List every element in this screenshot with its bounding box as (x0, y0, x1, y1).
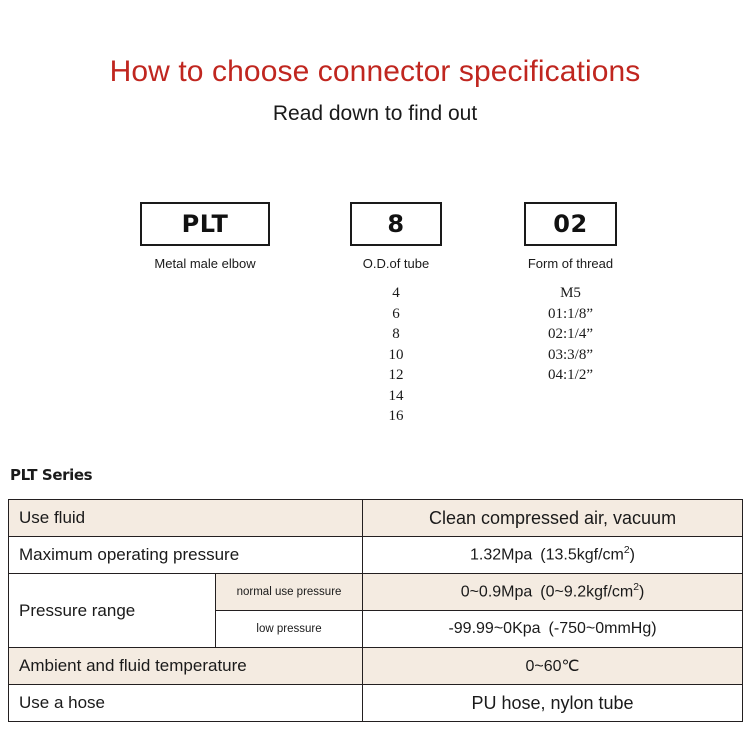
code-box-od: 8 (350, 202, 442, 246)
spec-label-use-fluid: Use fluid (7, 499, 364, 537)
table-row: low pressure -99.99~0Kpa (-750~0mmHg) (9, 610, 744, 648)
table-row: Use a hose PU hose, nylon tube (7, 684, 744, 722)
spec-value-normal-prefix: 0~0.9Mpa (0~9.2kgf/cm (460, 583, 634, 601)
table-row: Pressure range normal use pressure 0~0.9… (8, 573, 744, 648)
spec-table: Use fluid Clean compressed air, vacuum M… (7, 499, 744, 722)
code-group-thread: 02 Form of thread M5 01:1/8” 02:1/4” 03:… (524, 202, 617, 386)
table-row: Use fluid Clean compressed air, vacuum (7, 499, 744, 537)
spec-label-max-pressure: Maximum operating pressure (7, 536, 364, 574)
code-caption-od: O.D.of tube (362, 256, 430, 271)
spec-value-max-pressure-prefix: 1.32Mpa (13.5kgf/cm (470, 546, 624, 564)
code-caption-thread: Form of thread (527, 256, 614, 271)
spec-value-use-fluid: Clean compressed air, vacuum (362, 499, 744, 537)
code-group-od: 8 O.D.of tube 4 6 8 10 12 14 16 (350, 202, 442, 427)
spec-label-ambient-temperature: Ambient and fluid temperature (7, 647, 364, 685)
code-option-item: 4 (392, 285, 400, 301)
code-option-item: 10 (388, 346, 404, 363)
spec-value-use-a-hose: PU hose, nylon tube (362, 684, 744, 722)
code-options-thread: M5 01:1/8” 02:1/4” 03:3/8” 04:1/2” (524, 283, 617, 386)
code-option-item: 6 (392, 305, 400, 322)
table-row: Maximum operating pressure 1.32Mpa (13.5… (7, 536, 744, 574)
spec-label-use-a-hose: Use a hose (7, 684, 364, 722)
spec-value-normal-suffix: ) (639, 583, 645, 601)
code-group-series: PLT Metal male elbow (140, 202, 270, 271)
code-box-od-value: 8 (387, 210, 405, 238)
spec-value-normal-use-pressure: 0~0.9Mpa (0~9.2kgf/cm2) (362, 573, 744, 611)
code-breakdown-diagram: PLT Metal male elbow 8 O.D.of tube 4 6 8… (140, 202, 617, 427)
code-option-item: 8 (392, 326, 400, 342)
spec-table-title: PLT Series (10, 466, 93, 484)
code-caption-series: Metal male elbow (154, 256, 256, 271)
code-option-item: 12 (388, 367, 404, 383)
page-subtitle: Read down to find out (272, 102, 478, 125)
code-option-item: 01:1/8” (548, 305, 593, 322)
table-row: Ambient and fluid temperature 0~60℃ (7, 647, 744, 685)
code-option-item: M5 (560, 285, 581, 301)
spec-sublabel-normal-use-pressure: normal use pressure (214, 573, 364, 611)
code-option-item: 03:3/8” (548, 346, 593, 363)
code-box-thread: 02 (524, 202, 617, 246)
spec-sublabel-low-pressure: low pressure (214, 610, 364, 648)
code-box-series-value: PLT (181, 210, 229, 238)
code-option-item: 14 (388, 387, 404, 404)
code-option-item: 04:1/2” (548, 367, 593, 383)
spec-value-max-pressure: 1.32Mpa (13.5kgf/cm2) (362, 536, 744, 574)
code-box-thread-value: 02 (553, 210, 588, 238)
spec-value-normal-sup: 2 (633, 582, 640, 594)
code-options-od: 4 6 8 10 12 14 16 (350, 283, 442, 427)
spec-value-ambient-temperature: 0~60℃ (362, 647, 744, 685)
spec-value-low-pressure: -99.99~0Kpa (-750~0mmHg) (362, 610, 744, 648)
code-option-item: 02:1/4” (548, 326, 593, 342)
code-option-item: 16 (388, 408, 404, 424)
spec-value-max-pressure-suffix: ) (629, 546, 635, 564)
page-title: How to choose connector specifications (109, 55, 641, 88)
spec-label-pressure-range: Pressure range (8, 573, 216, 648)
spec-value-max-pressure-sup: 2 (623, 545, 630, 557)
code-box-series: PLT (140, 202, 270, 246)
